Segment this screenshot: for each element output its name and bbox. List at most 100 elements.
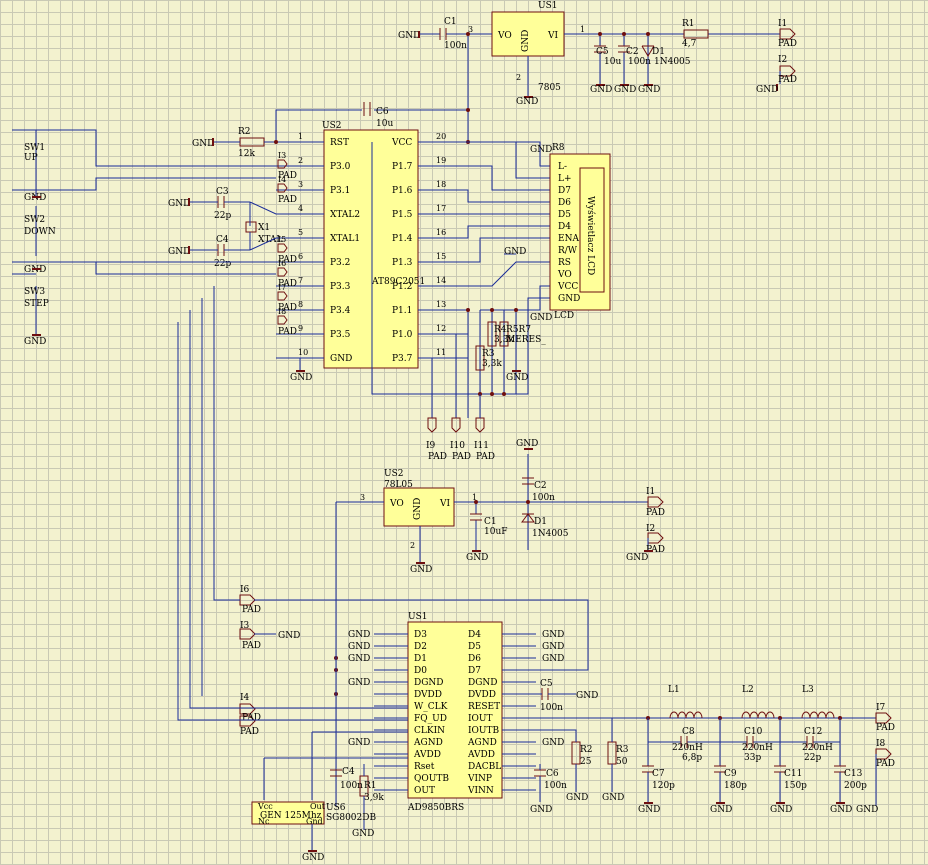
gnd-label-dds-right: GND <box>542 738 564 748</box>
c10-ref: C10 <box>744 727 763 737</box>
pad-i1-mid: PAD <box>646 508 665 518</box>
r5r7-top[interactable] <box>499 321 509 347</box>
regulator-7805[interactable] <box>491 11 565 57</box>
reg1-vo: VO <box>497 31 512 41</box>
gnd-label-p10: GND <box>290 373 312 383</box>
r2-low[interactable] <box>571 741 581 765</box>
oscillator[interactable] <box>251 801 325 825</box>
r1-top[interactable] <box>683 29 709 39</box>
gnd-label-1: GND <box>398 31 420 41</box>
gnd-label-c3: GND <box>168 199 190 209</box>
r3-low-ref: R3 <box>616 745 629 755</box>
osc-line1: GEN 125Mhz <box>260 811 322 821</box>
mcu-pin-num: 15 <box>436 252 446 261</box>
mcu-pad-ref: I7 <box>278 283 286 292</box>
regulator-78l05[interactable] <box>383 487 455 527</box>
mcu-pin-name: P3.0 <box>330 162 351 172</box>
osc-part: SG8002DB <box>326 813 376 823</box>
pad-i5: PAD <box>240 727 259 737</box>
gnd-label-r: GND <box>506 373 528 383</box>
mcu-pad-ref: I4 <box>278 175 286 184</box>
gnd-label-low: GND <box>830 805 852 815</box>
c12-val: 22p <box>804 753 821 763</box>
reg2-pin2: 2 <box>410 541 415 550</box>
r2-low-ref: R2 <box>580 745 593 755</box>
r3-low-val: 50 <box>616 757 628 767</box>
reg2-pin1: 1 <box>472 493 477 502</box>
gnd-label-dds-left: GND <box>348 642 370 652</box>
sw3-ref: SW3 <box>24 287 45 297</box>
mcu-pin-name: P3.4 <box>330 306 351 316</box>
dds-pin-name: IOUT <box>468 714 493 724</box>
gnd-label-dds-left: GND <box>348 678 370 688</box>
gnd-label-low: GND <box>602 793 624 803</box>
dds-part: AD9850BRS <box>407 803 464 813</box>
gnd-label-i3: GND <box>278 631 300 641</box>
c11-val: 150p <box>784 781 807 791</box>
reg2-gnd: GND <box>413 498 423 520</box>
c2-top-ref: C2 <box>626 47 639 57</box>
dds-pin-name: D6 <box>468 654 481 664</box>
c11-ref: C11 <box>784 769 802 779</box>
dds-pin-name: DACBL <box>468 762 501 772</box>
gnd-label-3: GND <box>590 85 612 95</box>
gnd-label-r2: GND <box>192 139 214 149</box>
reg1-pin2: 2 <box>516 73 521 82</box>
l1-val: 220nH <box>672 743 703 753</box>
mcu-pad-ref: I5 <box>278 235 286 244</box>
osc-out: Out <box>310 802 326 811</box>
c10-val: 33p <box>744 753 761 763</box>
dds-pin-name: DVDD <box>468 690 496 700</box>
r3-top-val: 3,3k <box>482 359 502 369</box>
c2-top-val: 100n <box>628 57 651 67</box>
mcu-pad-label: PAD <box>278 279 297 289</box>
gnd-label-reg2: GND <box>410 565 432 575</box>
mcu-pin-name: XTAL1 <box>330 234 360 244</box>
gnd-label-i2mid: GND <box>626 553 648 563</box>
reg2-ref: US2 <box>384 469 403 479</box>
c6-top-ref: C6 <box>376 107 389 117</box>
dds-pin-name: D2 <box>414 642 427 652</box>
gnd-label-2: GND <box>516 97 538 107</box>
gnd-label-osc: GND <box>302 853 324 863</box>
mcu-pin-num: 18 <box>436 180 446 189</box>
dds-pin-name: D1 <box>414 654 427 664</box>
reg2-vo: VO <box>389 499 404 509</box>
r2-reset[interactable] <box>239 137 265 147</box>
r1-top-val: 4,7 <box>682 39 697 49</box>
lcd-pin-name: R/W <box>558 246 578 256</box>
reg1-type: 7805 <box>538 83 561 93</box>
lcd-ref: R8 <box>552 143 565 153</box>
mcu-pad-ref: I3 <box>278 151 286 160</box>
lcd-pin-name: D6 <box>558 198 571 208</box>
c9-ref: C9 <box>724 769 737 779</box>
lc-filter <box>642 711 846 804</box>
lcd-pin-name: D4 <box>558 222 571 232</box>
gnd-label-dds-left: GND <box>348 630 370 640</box>
dds-pin-name: AGND <box>467 738 497 748</box>
dds-pin-name: AGND <box>413 738 443 748</box>
dds-pin-name: D0 <box>414 666 427 676</box>
mcu-pin-name: RST <box>330 138 349 148</box>
dds-pin-name: DGND <box>414 678 444 688</box>
r3-low[interactable] <box>607 741 617 765</box>
c5-top-ref: C5 <box>596 47 609 57</box>
l2-ref: L2 <box>742 685 754 695</box>
reg2-type: 78L05 <box>384 480 413 490</box>
dds-chip[interactable] <box>407 621 503 799</box>
gnd-label-6: GND <box>756 85 778 95</box>
r4-top-val: 3,3k <box>494 335 514 345</box>
gnd-label-4: GND <box>614 85 636 95</box>
lcd-pin-name: RS <box>558 258 571 268</box>
pad-i1-top-ref: I1 <box>778 19 787 29</box>
pad-i11: PAD <box>476 452 495 462</box>
reg1-ref: US1 <box>538 1 557 11</box>
r3-top[interactable] <box>475 345 485 371</box>
mcu-chip[interactable] <box>323 129 419 369</box>
crystal[interactable] <box>245 221 257 233</box>
dds-pin-name: D7 <box>468 666 481 676</box>
r4-top[interactable] <box>487 321 497 347</box>
d1-top-val: 1N4005 <box>654 57 691 67</box>
mcu-pin-num: 10 <box>298 348 308 357</box>
sw1-ref: SW1 <box>24 143 45 153</box>
